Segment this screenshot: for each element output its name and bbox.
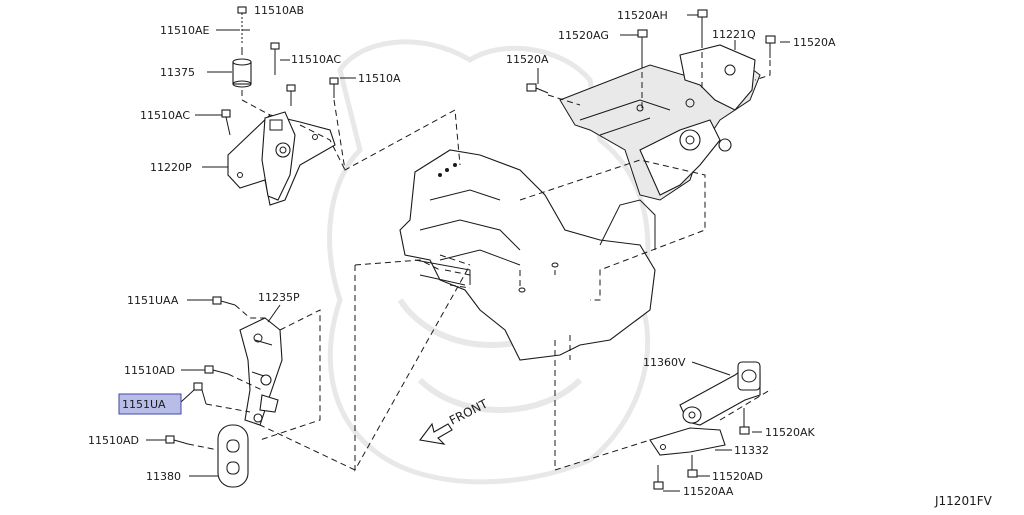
engine-block: [399, 149, 656, 361]
label-11360v[interactable]: 11360V: [643, 356, 686, 369]
part-labels: 11510AB 11510AE 11510AC 11375 11510A 115…: [88, 4, 836, 498]
label-11520ag[interactable]: 11520AG: [558, 29, 609, 42]
label-11332[interactable]: 11332: [734, 444, 769, 457]
bolt-11520a-right: [765, 35, 776, 58]
label-11235p[interactable]: 11235P: [258, 291, 300, 304]
label-11510ac-mid[interactable]: 11510AC: [140, 109, 190, 122]
label-11520ah[interactable]: 11520AH: [617, 9, 668, 22]
label-11510ab[interactable]: 11510AB: [254, 4, 304, 17]
bolts: [165, 6, 776, 490]
label-11510ae[interactable]: 11510AE: [160, 24, 210, 37]
bolt-1151uaa: [212, 296, 236, 306]
bolt-11510ad-upper: [204, 365, 229, 375]
diagram-code: J11201FV: [934, 494, 993, 508]
bracket-11332: [649, 427, 726, 456]
mount-11220p: [227, 111, 336, 206]
bolt-11510ac-mid: [221, 109, 231, 136]
label-11520ak[interactable]: 11520AK: [765, 426, 816, 439]
label-11510ad-lower[interactable]: 11510AD: [88, 434, 139, 447]
bolt-1151ua: [193, 382, 207, 405]
label-11380[interactable]: 11380: [146, 470, 181, 483]
label-11520a-right[interactable]: 11520A: [793, 36, 836, 49]
label-11510ac-top[interactable]: 11510AC: [291, 53, 341, 66]
label-11520a-mid[interactable]: 11520A: [506, 53, 549, 66]
insulator-11375: [232, 58, 252, 88]
label-11221q[interactable]: 11221Q: [712, 28, 756, 41]
bolt-11510ab: [237, 6, 247, 45]
bolt-11520a-mid: [526, 83, 549, 94]
label-11510a-left[interactable]: 11510A: [358, 72, 401, 85]
bolt-11510ac-lower: [286, 84, 296, 106]
label-11375[interactable]: 11375: [160, 66, 195, 79]
bolt-11520ah: [697, 9, 708, 42]
bolt-11520ad: [687, 455, 698, 478]
label-1151ua[interactable]: 1151UA: [122, 398, 166, 411]
assembly-dashed-lines: [187, 42, 771, 472]
label-11520aa[interactable]: 11520AA: [683, 485, 734, 498]
insulator-11380: [217, 424, 249, 488]
bolt-11520ak: [739, 408, 750, 435]
bolt-11510ac-top: [270, 42, 280, 75]
bolt-11520aa: [653, 465, 664, 490]
mount-bracket-11221q: [559, 44, 761, 201]
label-11520ad[interactable]: 11520AD: [712, 470, 763, 483]
bracket-11235p: [239, 317, 283, 426]
label-11220p[interactable]: 11220P: [150, 161, 192, 174]
bolt-11510a-left: [329, 77, 339, 98]
label-11510ad-upper[interactable]: 11510AD: [124, 364, 175, 377]
bolt-11520ag: [637, 29, 648, 62]
highlight-box-1151ua: [118, 393, 182, 415]
torque-rod-11360v: [679, 361, 761, 426]
leader-lines: [146, 14, 790, 492]
bolt-11510ad-lower: [165, 435, 189, 445]
label-1151uaa[interactable]: 1151UAA: [127, 294, 179, 307]
